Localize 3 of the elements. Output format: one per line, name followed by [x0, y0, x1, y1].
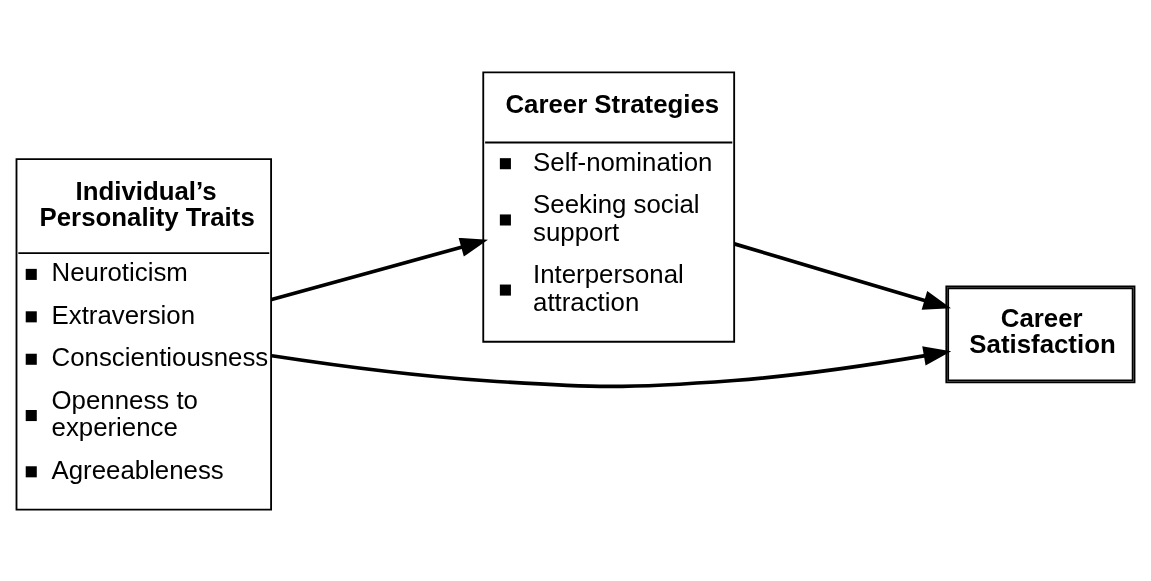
arrow — [271, 345, 952, 388]
arrow — [271, 237, 488, 301]
arrow — [733, 241, 951, 310]
